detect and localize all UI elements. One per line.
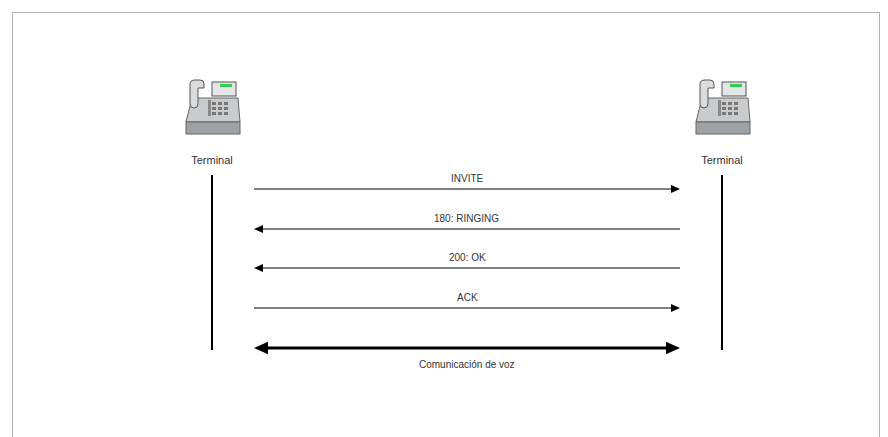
message-arrow xyxy=(254,264,680,272)
message-label: 200: OK xyxy=(447,252,488,264)
terminal-node: Terminal xyxy=(170,74,254,350)
message-label: 180: RINGING xyxy=(432,213,501,225)
message-arrow xyxy=(254,225,680,233)
message-arrow xyxy=(254,342,680,355)
phone-icon xyxy=(680,74,764,350)
message-label: Comunicación de voz xyxy=(417,359,517,371)
lifeline xyxy=(721,175,723,350)
message-arrow xyxy=(254,185,680,193)
lifeline xyxy=(211,175,213,350)
phone-icon xyxy=(170,74,254,350)
terminal-label: Terminal xyxy=(170,154,254,166)
terminal-label: Terminal xyxy=(680,154,764,166)
message-label: ACK xyxy=(455,292,480,304)
message-arrow xyxy=(254,304,680,312)
message-label: INVITE xyxy=(449,173,485,185)
terminal-node: Terminal xyxy=(680,74,764,350)
